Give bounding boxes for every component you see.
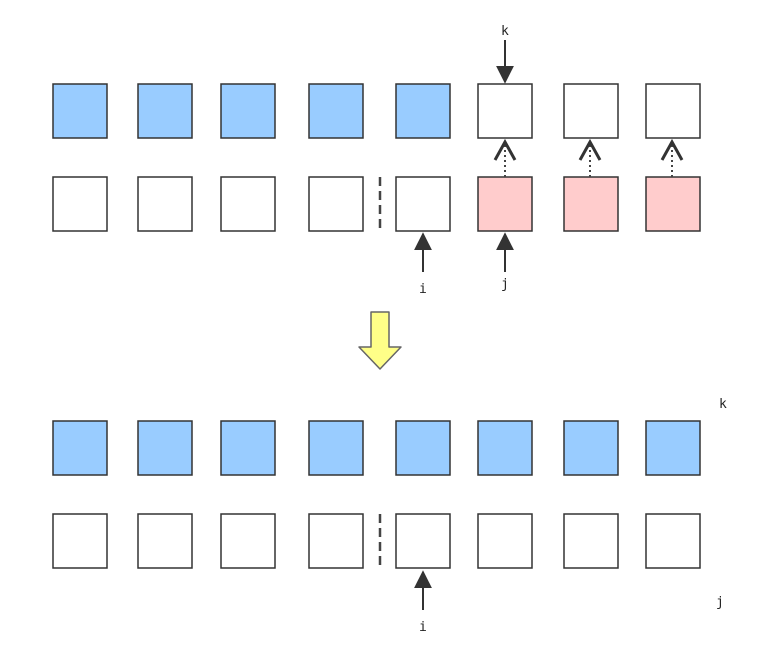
after-bottom-row (52, 513, 701, 569)
after-top-cell-7 (563, 420, 619, 476)
before-top-cell-2 (137, 83, 193, 139)
before-top-cell-7 (563, 83, 619, 139)
before-bottom-cell-7 (563, 176, 619, 232)
after-top-cell-5 (395, 420, 451, 476)
i-label-before: i (419, 282, 427, 297)
before-top-cell-3 (220, 83, 276, 139)
i-label-after: i (419, 620, 427, 635)
before-bottom-cell-3 (220, 176, 276, 232)
before-bottom-cell-4 (308, 176, 364, 232)
k-label-before: k (501, 24, 509, 39)
after-bottom-cell-7 (563, 513, 619, 569)
before-top-cell-4 (308, 83, 364, 139)
j-label-before: j (501, 277, 509, 292)
before-bottom-cell-1 (52, 176, 108, 232)
after-top-cell-8 (645, 420, 701, 476)
before-top-row (52, 83, 701, 139)
before-top-cell-5 (395, 83, 451, 139)
before-bottom-row (52, 176, 701, 232)
before-bottom-cell-8 (645, 176, 701, 232)
after-bottom-cell-5 (395, 513, 451, 569)
after-bottom-cell-1 (52, 513, 108, 569)
j-label-after: j (716, 595, 724, 610)
after-bottom-cell-4 (308, 513, 364, 569)
after-top-row (52, 420, 701, 476)
after-top-cell-6 (477, 420, 533, 476)
before-top-cell-6 (477, 83, 533, 139)
after-bottom-cell-8 (645, 513, 701, 569)
after-top-cell-1 (52, 420, 108, 476)
after-bottom-cell-6 (477, 513, 533, 569)
before-top-cell-1 (52, 83, 108, 139)
after-top-cell-2 (137, 420, 193, 476)
after-bottom-cell-3 (220, 513, 276, 569)
after-top-cell-3 (220, 420, 276, 476)
after-bottom-cell-2 (137, 513, 193, 569)
before-top-cell-8 (645, 83, 701, 139)
transition-down-arrow-icon (358, 311, 402, 370)
before-bottom-cell-5 (395, 176, 451, 232)
after-top-cell-4 (308, 420, 364, 476)
before-bottom-cell-6 (477, 176, 533, 232)
k-label-after: k (719, 397, 727, 412)
before-bottom-cell-2 (137, 176, 193, 232)
